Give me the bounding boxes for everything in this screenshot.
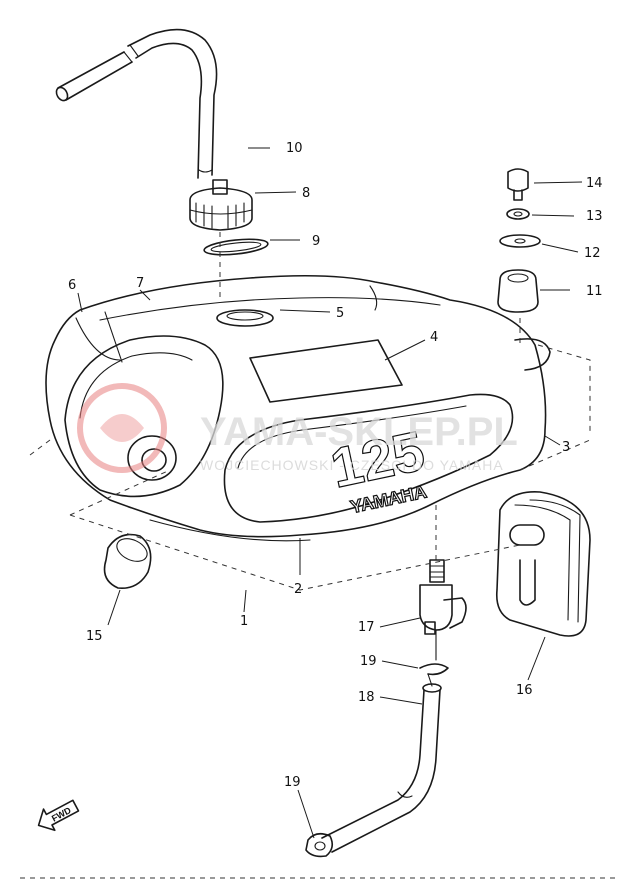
hose-clip-upper [419,663,449,687]
fuel-hose [321,683,442,853]
label-part-18: 18 [358,690,375,705]
label-part-13: 13 [586,209,603,224]
label-part-14: 14 [586,176,603,191]
forward-arrow: FWD [37,799,80,832]
hose-clip-lower [305,832,334,858]
assembly-guides [29,232,591,591]
filler-cap [189,179,253,231]
watermark-logo [77,383,167,473]
leader-lines [77,147,583,839]
part-labels: 10 8 9 5 4 6 7 14 13 12 11 3 2 1 15 16 1… [68,141,603,790]
fuel-tank [45,274,551,542]
label-part-8: 8 [302,186,310,201]
label-part-4: 4 [430,330,438,345]
label-part-11: 11 [586,284,603,299]
label-part-16: 16 [516,683,533,698]
label-part-19-lower: 19 [284,775,301,790]
watermark-main-text: YAMA-SKLEP.PL [200,410,518,454]
breather-hose [55,28,218,179]
label-part-12: 12 [584,246,601,261]
watermark-sub-text: WOJCIECHOWSKI - CZESCI DO YAMAHA [200,457,504,473]
label-part-2: 2 [294,582,302,597]
fuel-cock [419,505,467,661]
label-part-15: 15 [86,629,103,644]
label-part-17: 17 [358,620,375,635]
label-part-6: 6 [68,278,76,293]
cover-16 [495,491,591,637]
watermark: YAMA-SKLEP.PL WOJCIECHOWSKI - CZESCI DO … [77,383,518,473]
label-part-5: 5 [336,306,344,321]
mounting-hardware [497,168,541,345]
label-part-3: 3 [562,440,570,455]
label-part-9: 9 [312,234,320,249]
cap-15 [103,533,152,589]
label-part-19-upper: 19 [360,654,377,669]
label-part-7: 7 [136,276,144,291]
cap-gasket [203,238,269,256]
label-part-10: 10 [286,141,303,156]
label-part-1: 1 [240,614,248,629]
